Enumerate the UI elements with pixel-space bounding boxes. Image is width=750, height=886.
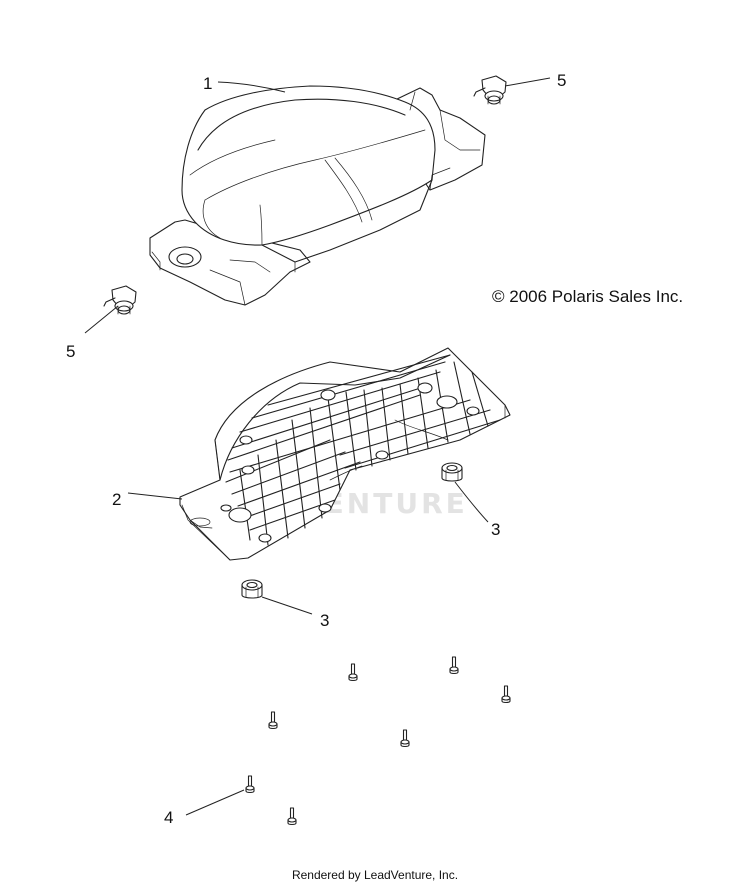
leader-2 [127, 492, 183, 500]
callout-3-lower: 3 [320, 611, 329, 630]
leader-5-lower [84, 305, 119, 334]
part-5-latch-upper[interactable] [473, 75, 507, 105]
callout-5-lower: 5 [66, 342, 75, 361]
leader-1 [217, 81, 286, 93]
callout-1: 1 [203, 74, 212, 93]
leader-5-upper [504, 77, 551, 87]
part-5-latch-lower[interactable] [103, 285, 137, 315]
leader-4 [185, 789, 245, 816]
part-1-seat-cover[interactable] [149, 85, 486, 306]
leader-lines [84, 77, 551, 816]
callout-5-upper: 5 [557, 71, 566, 90]
callout-4: 4 [164, 808, 173, 827]
part-3-grommet-right[interactable] [441, 462, 463, 482]
part-3-grommet-lower[interactable] [241, 579, 263, 599]
callout-2: 2 [112, 490, 121, 509]
copyright-notice: © 2006 Polaris Sales Inc. [492, 287, 684, 306]
leader-3-lower [261, 596, 313, 615]
callout-3-right: 3 [491, 520, 500, 539]
leader-3-right [454, 481, 489, 523]
part-2-grid-tray[interactable] [179, 347, 511, 561]
rendered-by-footer: Rendered by LeadVenture, Inc. [291, 868, 459, 882]
part-4-screw-set[interactable] [245, 656, 511, 826]
